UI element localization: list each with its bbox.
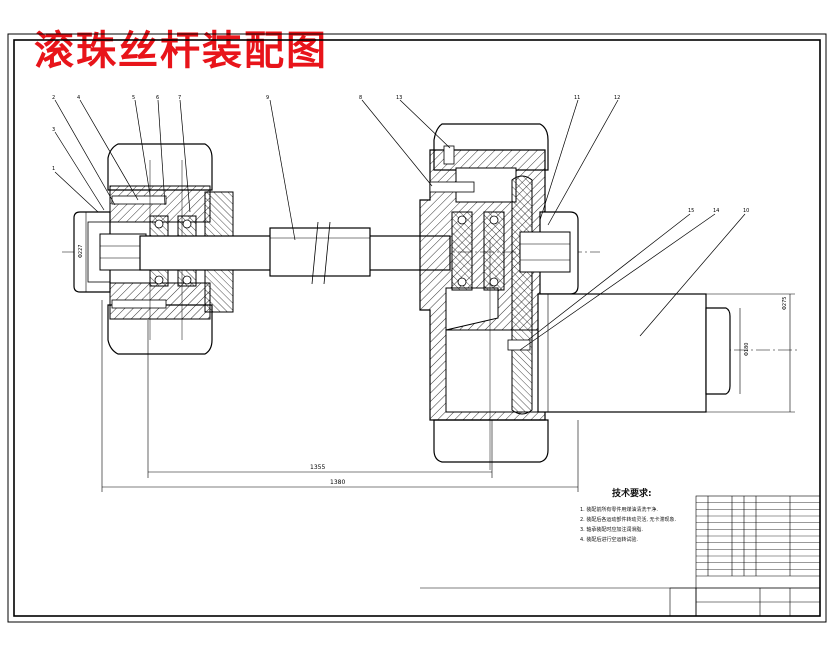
balloon-labels: 2 4 5 6 7 3 1 9 8 13 11 12 15 14 10 [52,95,749,214]
svg-text:6: 6 [156,95,159,101]
left-tyre-upper [107,143,213,191]
right-bolt-head [443,145,455,165]
svg-text:11: 11 [574,95,580,101]
svg-text:2: 2 [52,95,55,101]
tech-requirements-title: 技术要求: [612,489,652,499]
right-bearing-2 [483,211,505,291]
dim-dia-right-big: Φ275 [782,297,788,310]
svg-text:1: 1 [52,166,55,172]
shaft-break-mark [311,221,331,285]
svg-text:7: 7 [178,95,181,101]
right-tyre-lower [433,419,549,463]
gear-disc [511,175,533,415]
tech-requirement-item: 4. 装配后进行空运转试验. [580,537,638,543]
svg-text:8: 8 [359,95,362,101]
dimension-lines [85,212,795,492]
tech-requirement-item: 1. 装配前所有零件用煤油清洗干净. [580,507,658,513]
motor-body [537,293,707,413]
drawing-title: 滚珠丝杆装配图 [34,28,328,74]
right-bolt-top [429,181,475,193]
svg-text:3: 3 [52,127,55,133]
right-bearing-1 [451,211,473,291]
svg-text:13: 13 [396,95,402,101]
tech-requirement-item: 3. 轴承装配时应加注润滑脂. [580,527,643,533]
bom-rows [696,502,820,570]
svg-text:14: 14 [713,208,719,214]
motor-end [705,307,731,395]
dim-dia-right-small: Φ180 [744,343,750,356]
svg-text:4: 4 [77,95,80,101]
svg-text:5: 5 [132,95,135,101]
svg-text:12: 12 [614,95,620,101]
motor [537,293,731,413]
sheet-inner-border [13,39,821,617]
sheet-outer-border [7,33,827,623]
left-nut [99,233,147,271]
dim-1380: 1380 [330,479,345,486]
pinion-bolt [507,339,531,351]
right-wheel-assembly [419,123,579,470]
right-nut [519,231,571,273]
left-bolt-lower [111,299,167,309]
tech-requirement-item: 2. 装配后各运动部件转动灵活, 无卡滞现象. [580,517,677,523]
leader-lines [54,99,746,351]
tech-requirements-list: 1. 装配前所有零件用煤油清洗干净. 2. 装配后各运动部件转动灵活, 无卡滞现… [580,505,676,545]
svg-text:15: 15 [688,208,694,214]
main-shaft [139,221,451,285]
left-end-cap [73,211,111,293]
left-bolt-upper [111,195,167,205]
dim-dia-left: Φ227 [78,245,84,258]
svg-text:9: 9 [266,95,269,101]
svg-text:10: 10 [743,208,749,214]
dim-1355: 1355 [310,464,325,471]
shaft-middle-section [269,227,371,277]
